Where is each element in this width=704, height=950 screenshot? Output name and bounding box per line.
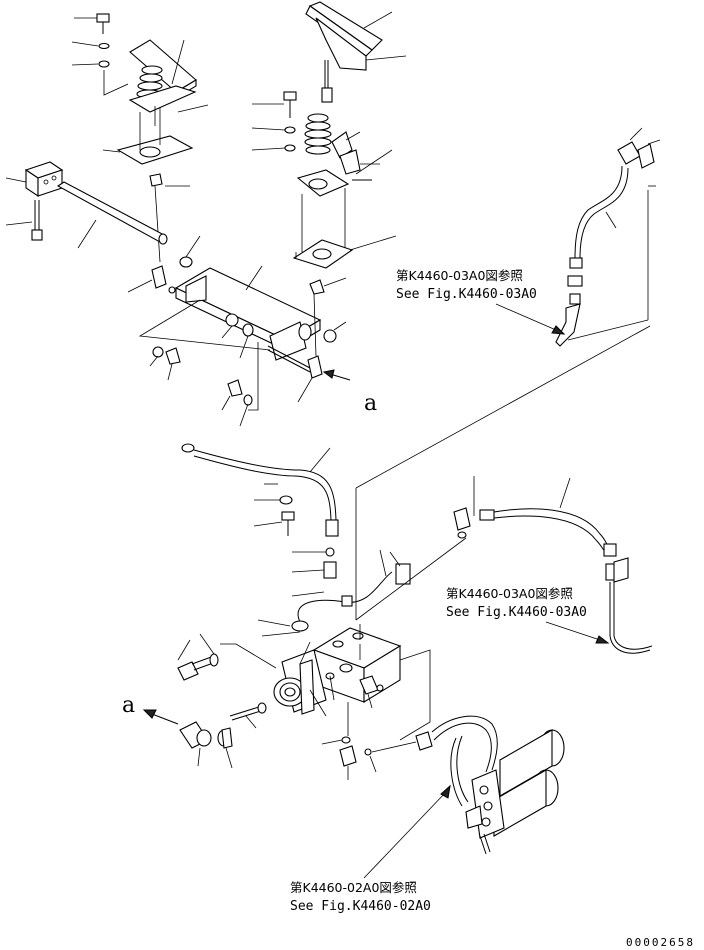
view-marker-bottom: a	[122, 693, 135, 718]
reference-bottom: 第K4460-02A0図参照 See Fig.K4460-02A0	[290, 784, 451, 914]
clamp-block-icon	[5, 161, 168, 249]
valve-block-icon	[312, 624, 431, 741]
reference-top-right: 第K4460-03A0図参照 See Fig.K4460-03A0	[396, 268, 566, 335]
reference-middle-right: 第K4460-03A0図参照 See Fig.K4460-03A0	[446, 586, 610, 644]
view-marker-top: a	[364, 391, 377, 416]
pedal-assembly-icon	[96, 13, 197, 263]
middle-hose-icon	[181, 325, 651, 637]
control-lever-icon	[251, 1, 407, 269]
svg-text:第K4460-02A0図参照: 第K4460-02A0図参照	[290, 880, 417, 895]
bolt-washer-icon	[177, 633, 277, 681]
hose-right-icon	[355, 476, 653, 654]
arrow-icon	[142, 709, 179, 725]
fittings-icon	[321, 675, 433, 780]
svg-text:第K4460-03A0図参照: 第K4460-03A0図参照	[396, 268, 523, 283]
pump-assembly-icon	[431, 715, 565, 855]
drawing-code: 00002658	[626, 936, 695, 949]
svg-text:See Fig.K4460-02A0: See Fig.K4460-02A0	[290, 899, 431, 914]
hose-icon	[555, 127, 661, 347]
svg-text:See Fig.K4460-03A0: See Fig.K4460-03A0	[446, 605, 587, 620]
rod-end-icon	[179, 702, 267, 769]
arrow-icon	[322, 369, 351, 381]
bracket-assembly-icon	[127, 235, 347, 427]
cylinder-icon	[273, 641, 327, 717]
svg-text:第K4460-03A0図参照: 第K4460-03A0図参照	[446, 586, 573, 601]
svg-text:See Fig.K4460-03A0: See Fig.K4460-03A0	[396, 287, 537, 302]
leader-lines-top-left	[71, 17, 209, 187]
